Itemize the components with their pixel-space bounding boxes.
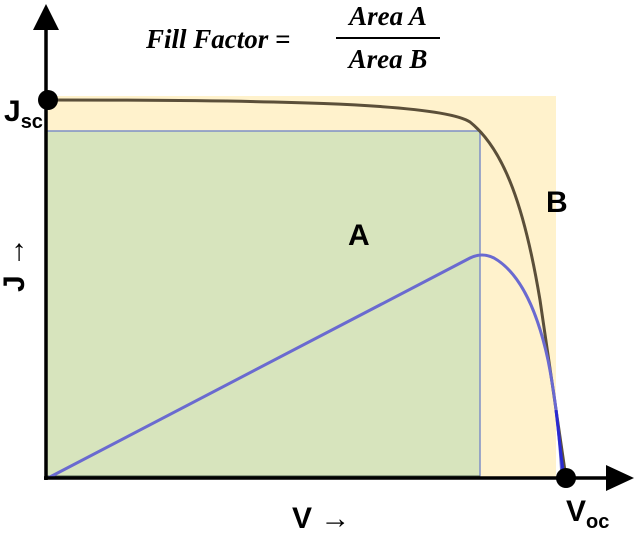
formula-numerator: Area A [347,1,427,31]
area-b-label: B [546,186,568,219]
j-axis-label: J → [0,237,31,292]
formula-denominator: Area B [347,44,428,74]
voc-label-sub: oc [586,511,609,533]
area-a-label: A [348,219,370,252]
area-a-rectangle [45,130,481,479]
jsc-label-main: J [4,95,21,128]
voc-label: Voc [566,495,609,533]
voc-point [556,468,576,488]
jsc-point [38,90,58,110]
voc-label-main: V [566,495,586,528]
jsc-label: Jsc [4,95,43,133]
x-axis-arrowhead [606,465,634,491]
v-axis-label: V → [292,502,350,534]
y-axis-arrowhead [33,4,59,30]
jsc-label-sub: sc [21,111,43,133]
formula-lhs: Fill Factor = [145,24,290,54]
